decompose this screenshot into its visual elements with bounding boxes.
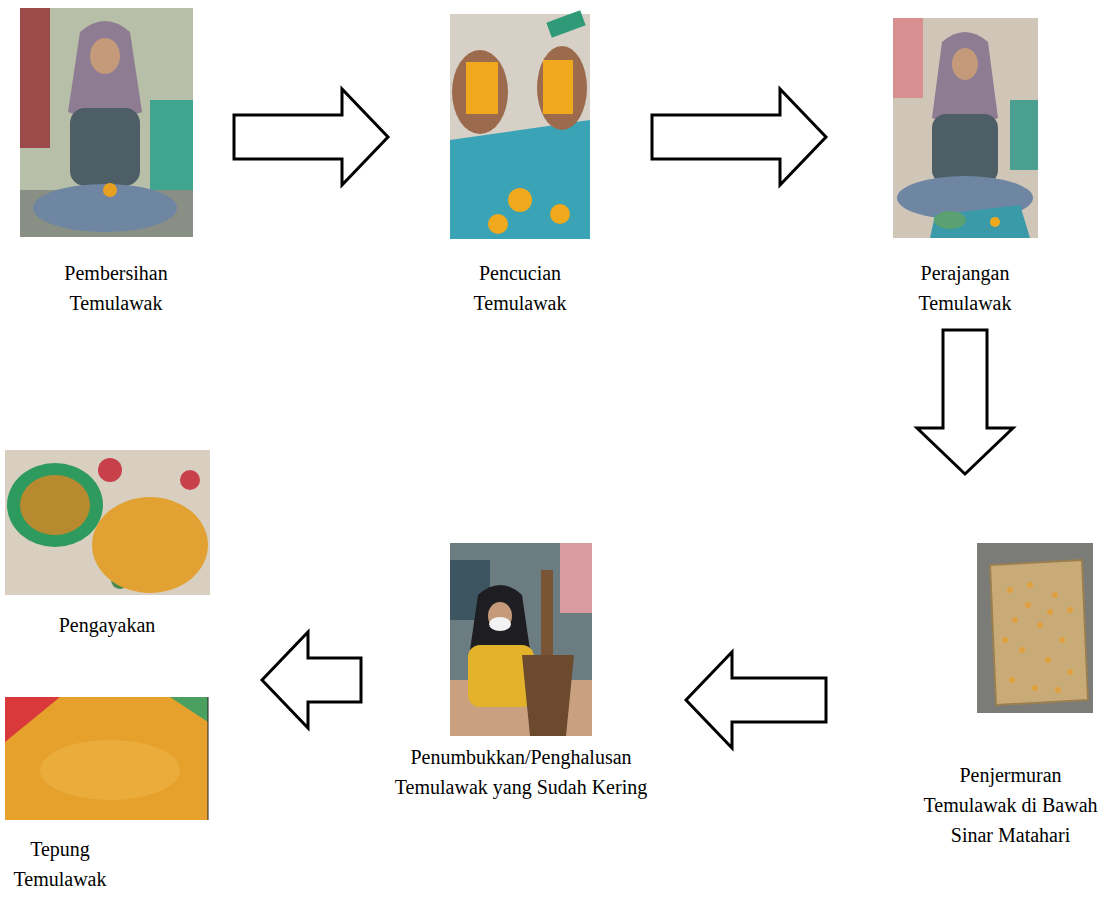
process-step: Perajangan Temulawak xyxy=(830,8,1100,326)
process-step: Tepung Temulawak xyxy=(3,694,213,902)
step-caption: Pembersihan Temulawak xyxy=(41,258,191,318)
photo xyxy=(5,697,208,820)
block-arrow xyxy=(262,632,361,728)
process-step: Pembersihan Temulawak xyxy=(2,8,230,326)
photo xyxy=(450,543,592,736)
step-caption: Penjermuran Temulawak di Bawah Sinar Mat… xyxy=(918,760,1103,850)
block-arrow xyxy=(234,89,388,185)
step-caption: Tepung Temulawak xyxy=(5,834,115,894)
block-arrow xyxy=(686,652,826,748)
block-arrow xyxy=(652,89,826,185)
photo xyxy=(977,543,1093,713)
process-step: Penumbukkan/Penghalusan Temulawak yang S… xyxy=(365,478,682,810)
step-caption: Perajangan Temulawak xyxy=(890,258,1040,318)
photo xyxy=(5,450,210,595)
photo xyxy=(450,10,590,239)
step-caption: Pencucian Temulawak xyxy=(445,258,595,318)
photo xyxy=(20,8,193,237)
block-arrow xyxy=(917,330,1013,474)
step-caption: Penumbukkan/Penghalusan Temulawak yang S… xyxy=(391,742,651,802)
process-step: Penjermuran Temulawak di Bawah Sinar Mat… xyxy=(830,478,1105,858)
process-step: Pengayakan xyxy=(3,445,258,690)
step-caption: Pengayakan xyxy=(32,610,182,640)
process-step: Pencucian Temulawak xyxy=(392,8,648,326)
photo xyxy=(893,18,1038,238)
